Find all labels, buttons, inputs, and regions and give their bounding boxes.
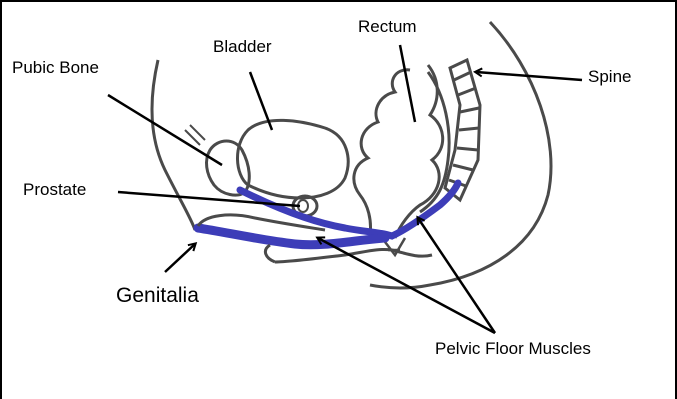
- bladder-pointer: [250, 72, 272, 130]
- pelvic-floor-pointer-left: [318, 238, 495, 333]
- label-rectum: Rectum: [358, 18, 417, 35]
- spine-vertebrae: [445, 60, 480, 200]
- label-bladder: Bladder: [213, 38, 272, 55]
- label-pelvic-floor-muscles: Pelvic Floor Muscles: [435, 340, 591, 357]
- pubic-bone-shape: [207, 141, 250, 195]
- rectum-pointer: [400, 45, 415, 122]
- lower-body-outline: [265, 245, 275, 262]
- pubic-bone-pointer: [108, 95, 222, 165]
- label-prostate: Prostate: [23, 181, 86, 198]
- pelvic-floor-pointer-right: [418, 218, 495, 333]
- bladder-shape: [237, 120, 348, 198]
- label-pubic-bone: Pubic Bone: [12, 59, 99, 76]
- genitalia-pointer: [165, 244, 195, 272]
- label-spine: Spine: [588, 68, 631, 85]
- pubic-bone-tick: [185, 125, 205, 145]
- label-genitalia: Genitalia: [116, 285, 199, 306]
